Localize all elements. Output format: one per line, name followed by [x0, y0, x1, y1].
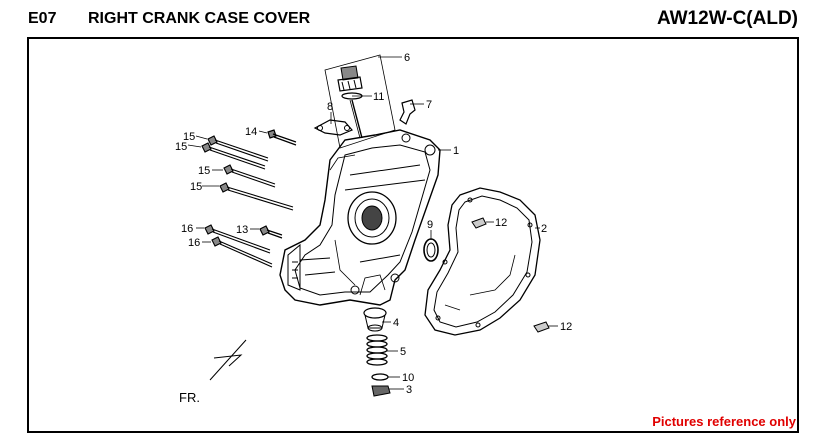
- callout-13: 13: [236, 224, 248, 236]
- callout-12-upper: 12: [495, 217, 507, 229]
- gasket: [424, 187, 541, 336]
- callout-15-b: 15: [175, 141, 187, 153]
- crank-case-cover: [279, 129, 441, 306]
- bolt-14: [267, 129, 297, 146]
- callout-9: 9: [427, 219, 433, 231]
- section-code: E07: [28, 10, 57, 27]
- drain-plug: [371, 385, 391, 397]
- callout-1: 1: [453, 145, 459, 157]
- bolt-13: [259, 225, 283, 239]
- oil-filler-plug: [324, 54, 396, 149]
- callout-12-lower: 12: [560, 321, 572, 333]
- callout-14: 14: [245, 126, 257, 138]
- callout-7: 7: [426, 99, 432, 111]
- o-ring: [371, 373, 389, 381]
- bolts-16: [204, 224, 273, 268]
- callout-15-d: 15: [190, 181, 202, 193]
- diagram-frame: [27, 37, 799, 433]
- bolts-15: [201, 135, 294, 211]
- spring: [366, 334, 388, 366]
- callout-11: 11: [373, 91, 384, 103]
- callout-3: 3: [406, 384, 412, 396]
- callout-10: 10: [402, 372, 414, 384]
- callout-2: 2: [541, 223, 547, 235]
- leader-lines: [187, 56, 558, 390]
- oil-seal: [423, 238, 439, 262]
- model-code: AW12W-C(ALD): [656, 8, 798, 29]
- front-direction-arrow-icon: [209, 339, 247, 381]
- strainer-cap: [363, 307, 387, 332]
- callout-5: 5: [400, 346, 406, 358]
- callout-8: 8: [327, 101, 333, 113]
- dowel-pin-lower: [533, 321, 550, 333]
- callout-15-c: 15: [198, 165, 210, 177]
- reference-note: Pictures reference only: [652, 414, 796, 429]
- section-title: RIGHT CRANK CASE COVER: [88, 10, 311, 27]
- front-direction-label: FR.: [179, 390, 200, 405]
- callout-6: 6: [404, 52, 410, 64]
- bracket: [399, 99, 416, 125]
- callout-15-a: 15: [183, 131, 195, 143]
- callout-labels: 6 11 7 8 1 2 12 9 12 4 5 10 3 14 15 15 1…: [175, 52, 572, 396]
- dowel-pin-upper: [471, 217, 487, 229]
- callout-4: 4: [393, 317, 399, 329]
- callout-16-b: 16: [188, 237, 200, 249]
- clamp-plate: [313, 119, 354, 136]
- callout-16-a: 16: [181, 223, 193, 235]
